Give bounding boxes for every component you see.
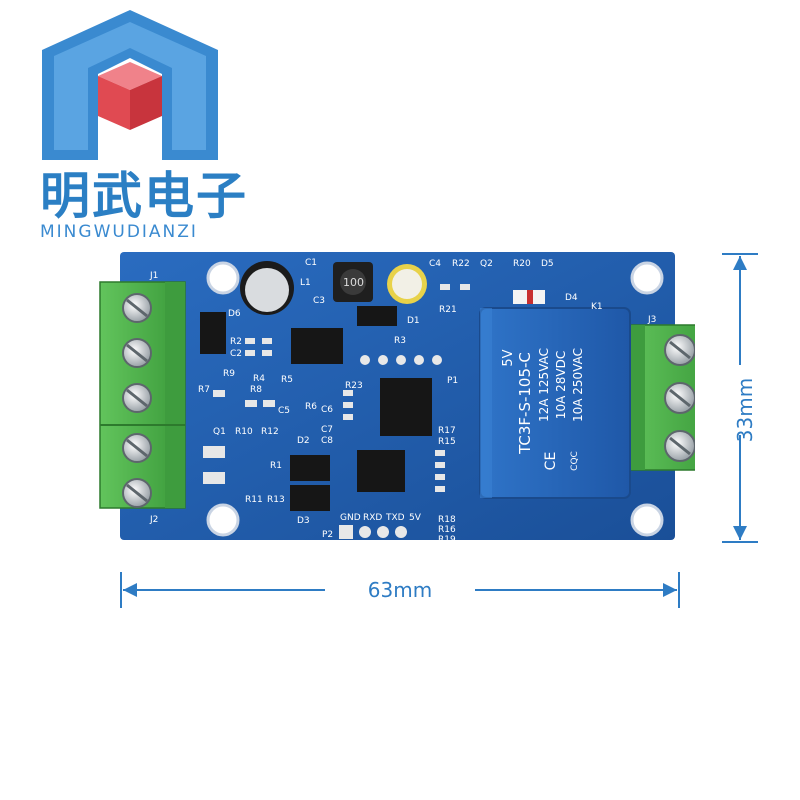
silk-pin-txd: TXD	[385, 513, 405, 523]
silk-c4: C4	[429, 259, 441, 269]
silk-r17: R17	[438, 426, 456, 436]
relay-module-board: J1 J2 J3 C1 L1 C3 C4 R22 Q2 R20 D5 D4 K1…	[99, 252, 695, 545]
silk-r22: R22	[452, 259, 470, 269]
silk-r5: R5	[281, 375, 293, 385]
silk-j2: J2	[149, 515, 158, 525]
silk-c1: C1	[305, 258, 317, 268]
ic-optocoupler	[357, 450, 405, 492]
silk-d4: D4	[565, 293, 578, 303]
silk-r20: R20	[513, 259, 531, 269]
silk-pin-gnd: GND	[340, 513, 361, 523]
silk-r1: R1	[270, 461, 282, 471]
silk-r21: R21	[439, 305, 457, 315]
relay-rating-3: 10A 250VAC	[571, 348, 585, 422]
silk-c8: C8	[321, 436, 333, 446]
silk-r23: R23	[345, 381, 363, 391]
relay-model: TC3F-S-105-C	[516, 352, 534, 455]
silk-pin-5v: 5V	[409, 513, 422, 523]
silk-r9: R9	[223, 369, 235, 379]
width-dimension-arrow	[120, 572, 680, 608]
silk-r3: R3	[394, 336, 406, 346]
silk-pin-rxd: RXD	[363, 513, 382, 523]
silk-r10: R10	[235, 427, 253, 437]
silk-j3: J3	[647, 315, 656, 325]
silk-l1: L1	[300, 278, 311, 288]
silk-r19: R19	[438, 535, 456, 545]
header-p2-pads	[339, 525, 407, 539]
relay-k1	[479, 307, 631, 499]
silk-r18: R18	[438, 515, 456, 525]
silk-c2: C2	[230, 349, 242, 359]
silk-c3: C3	[313, 296, 325, 306]
silk-c7: C7	[321, 425, 333, 435]
power-inductor	[333, 262, 373, 302]
house-cube-logo-icon	[42, 10, 218, 160]
terminal-block-j1-j2	[99, 281, 186, 509]
relay-cqc-mark: CQC	[570, 451, 580, 471]
silk-r15: R15	[438, 437, 456, 447]
terminal-block-j3	[624, 324, 695, 471]
height-dimension-arrow	[722, 253, 758, 543]
silk-q1: Q1	[213, 427, 226, 437]
silk-r16: R16	[438, 525, 456, 535]
small-capacitor	[387, 264, 427, 304]
silk-r12: R12	[261, 427, 279, 437]
inductor-value: 100	[343, 276, 364, 289]
brand-name-chinese: 明武电子	[40, 167, 248, 225]
silk-r2: R2	[230, 337, 242, 347]
silk-d3: D3	[297, 516, 310, 526]
silk-r6: R6	[305, 402, 317, 412]
silk-p2: P2	[322, 530, 333, 540]
silk-p1: P1	[447, 376, 458, 386]
brand-name-english: MINGWUDIANZI	[40, 222, 198, 242]
silk-c6: C6	[321, 405, 333, 415]
silk-r4: R4	[253, 374, 265, 384]
header-p1-pads	[360, 355, 442, 365]
diode-d4-band	[527, 290, 533, 304]
relay-coil-voltage: 5V	[501, 349, 516, 366]
ic-transceiver	[380, 378, 432, 436]
width-dimension-label: 63mm	[340, 578, 460, 602]
ic-regulator	[291, 328, 343, 364]
silk-c5: C5	[278, 406, 290, 416]
silk-d1: D1	[407, 316, 420, 326]
silk-k1: K1	[591, 302, 603, 312]
smd-components	[203, 284, 470, 492]
silk-r11: R11	[245, 495, 263, 505]
diode-d2	[290, 455, 330, 481]
diode-d3	[290, 485, 330, 511]
silk-q2: Q2	[480, 259, 493, 269]
relay-rating-1: 12A 125VAC	[537, 348, 551, 422]
silk-d6: D6	[228, 309, 241, 319]
ic-small	[200, 312, 226, 354]
relay-ce-mark: CE	[543, 452, 559, 471]
electrolytic-capacitor	[240, 261, 294, 315]
silk-r8: R8	[250, 385, 262, 395]
silk-r13: R13	[267, 495, 285, 505]
silk-d5: D5	[541, 259, 554, 269]
mounting-holes	[206, 261, 664, 537]
height-dimension-label: 33mm	[733, 377, 757, 443]
diode-d1	[357, 306, 397, 326]
silk-r7: R7	[198, 385, 210, 395]
relay-rating-2: 10A 28VDC	[554, 351, 568, 419]
silk-d2: D2	[297, 436, 310, 446]
silk-j1: J1	[149, 271, 158, 281]
